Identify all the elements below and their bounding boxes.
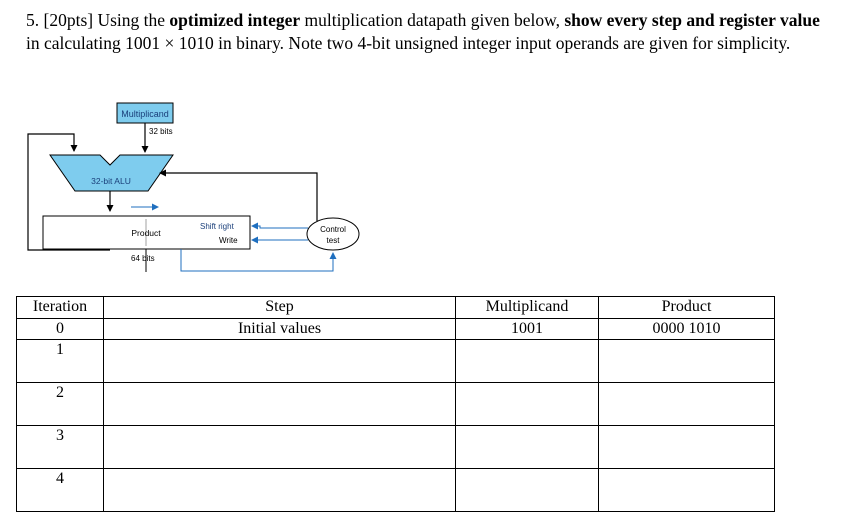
header-multiplicand: Multiplicand: [455, 296, 599, 319]
question-number: 5.: [26, 10, 40, 30]
header-step: Step: [103, 296, 456, 319]
product-feedback-wire: [27, 133, 110, 251]
control-to-alu-wire: [159, 169, 318, 221]
control-test-unit: [306, 217, 360, 251]
shift-right-label: Shift right: [200, 222, 235, 231]
cell-step: Initial values: [103, 318, 456, 340]
cell-product[interactable]: [598, 425, 775, 469]
product-to-control-wire: [180, 249, 337, 272]
table-row: 4: [16, 468, 775, 512]
cell-step[interactable]: [103, 425, 456, 469]
product-label: Product: [131, 228, 161, 238]
cell-product[interactable]: [598, 468, 775, 512]
control-label-line2: test: [327, 236, 341, 245]
alu-label: 32-bit ALU: [91, 176, 131, 186]
table-row: 2: [16, 382, 775, 426]
header-iteration: Iteration: [16, 296, 104, 319]
shift-right-control-wire: [251, 222, 308, 230]
table-row: 0 Initial values 1001 0000 1010: [16, 318, 775, 340]
question-bold-1: optimized integer: [169, 10, 301, 30]
cell-multiplicand[interactable]: [455, 382, 599, 426]
cell-iteration: 4: [16, 468, 104, 512]
question-text-1: Using the: [97, 10, 166, 30]
cell-iteration: 3: [16, 425, 104, 469]
alu-shape: [49, 154, 174, 192]
cell-iteration: 0: [16, 318, 104, 340]
header-product: Product: [598, 296, 775, 319]
cell-step[interactable]: [103, 468, 456, 512]
product-bits-label: 64 bits: [131, 254, 155, 263]
product-register: [42, 215, 251, 250]
cell-multiplicand: 1001: [455, 318, 599, 340]
cell-multiplicand[interactable]: [455, 468, 599, 512]
cell-product: 0000 1010: [598, 318, 775, 340]
multiplicand-bits-label: 32 bits: [149, 127, 173, 136]
question-text-2: multiplication datapath given below,: [304, 10, 560, 30]
question-text-3: in calculating 1001 × 1010 in binary. No…: [26, 33, 791, 53]
multiplicand-label: Multiplicand: [121, 109, 169, 119]
table-row: 1: [16, 339, 775, 383]
cell-step[interactable]: [103, 382, 456, 426]
cell-iteration: 1: [16, 339, 104, 383]
cell-product[interactable]: [598, 339, 775, 383]
write-label: Write: [219, 236, 238, 245]
datapath-diagram: Multiplicand 32 bits 32-bit ALU Product …: [27, 102, 360, 272]
table-row: 3: [16, 425, 775, 469]
cell-multiplicand[interactable]: [455, 339, 599, 383]
question-text: 5. [20pts] Using the optimized integer m…: [26, 9, 826, 55]
steps-table: Iteration Step Multiplicand Product 0 In…: [16, 296, 775, 512]
cell-step[interactable]: [103, 339, 456, 383]
question-bold-2: show every step and register value: [564, 10, 820, 30]
control-label-line1: Control: [320, 225, 346, 234]
question-points: [20pts]: [43, 10, 94, 30]
cell-iteration: 2: [16, 382, 104, 426]
cell-product[interactable]: [598, 382, 775, 426]
cell-multiplicand[interactable]: [455, 425, 599, 469]
